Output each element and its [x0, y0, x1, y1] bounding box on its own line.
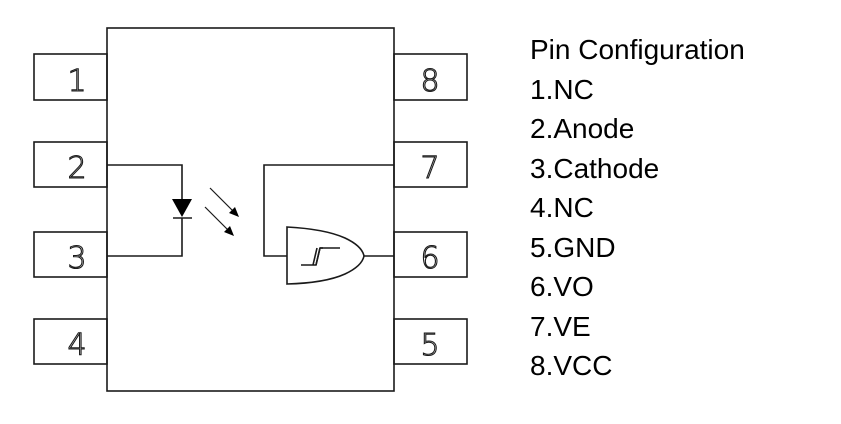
legend-item: 3.Cathode	[530, 152, 660, 184]
legend-item: 2.Anode	[530, 113, 635, 144]
light-arrow-2	[204, 206, 230, 232]
schmitt-gate-icon	[286, 226, 365, 285]
diode-icon	[172, 199, 192, 217]
pin-4-number: 4	[67, 328, 86, 363]
enable-wire	[263, 164, 394, 257]
ic-body	[106, 27, 395, 392]
light-arrow-1	[209, 187, 235, 213]
pin-1-number: 1	[67, 64, 86, 99]
legend-item: 4.NC	[530, 192, 594, 223]
pin-4-box	[33, 318, 108, 365]
pin-7-number: 7	[420, 151, 439, 186]
pin-6-box	[393, 231, 468, 278]
legend-item: 1.NC	[530, 73, 594, 105]
pin-3-box	[33, 231, 108, 278]
legend-item: 8.VCC	[530, 350, 613, 381]
light-arrow-2-head	[224, 226, 234, 236]
pin-3-number: 3	[67, 241, 86, 276]
legend-title: Pin Configuration	[530, 34, 745, 65]
anode-wire	[107, 164, 183, 200]
cathode-wire	[107, 218, 183, 257]
hysteresis-icon	[301, 247, 340, 266]
pin-5-number: 5	[420, 328, 439, 363]
pin-configuration-legend: Pin Configuration 1.NC 2.Anode 3.Cathode…	[530, 30, 745, 386]
hysteresis-icon-edge3	[315, 247, 321, 266]
legend-item: 7.VE	[530, 310, 591, 342]
legend-item: 6.VO	[530, 271, 594, 302]
pin-1-box	[33, 53, 108, 101]
hysteresis-icon-edge	[312, 247, 318, 266]
pin-5-box	[393, 318, 468, 365]
pin-8-number: 8	[420, 64, 439, 99]
pin-8-box	[393, 53, 468, 101]
light-arrow-1-head	[229, 207, 239, 217]
pin-6-number: 6	[420, 241, 439, 276]
legend-item: 5.GND	[530, 231, 616, 263]
pin-2-number: 2	[67, 151, 86, 186]
